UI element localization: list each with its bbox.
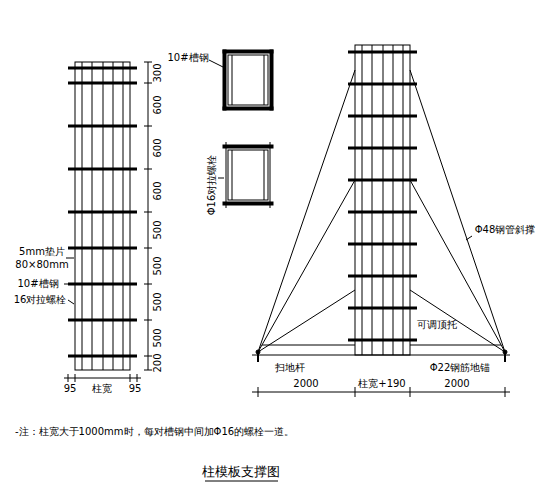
stroke: [68, 168, 137, 171]
stroke: [144, 356, 152, 357]
part-label: 10#槽钢: [167, 53, 208, 63]
stroke: [144, 212, 152, 213]
dimension-label: 柱宽: [92, 384, 112, 394]
stroke: [113, 62, 114, 370]
dimension-label: 500: [153, 256, 163, 275]
dimension-label: 2000: [293, 379, 318, 389]
dimension-label: 柱宽+190: [358, 379, 405, 389]
part-label: Φ22钢筋地锚: [430, 363, 491, 373]
stroke: [68, 283, 137, 286]
stroke: [144, 62, 152, 63]
stroke: [348, 115, 417, 118]
stroke: [348, 147, 417, 150]
dimension-label: 600: [153, 95, 163, 114]
part-label: 10#槽钢: [17, 279, 58, 289]
column-braced: [252, 45, 510, 362]
dimension-label: 500: [153, 292, 163, 311]
dimension-label: 500: [153, 328, 163, 347]
stroke: [68, 125, 137, 128]
part-label: Φ48钢管斜撑: [475, 225, 536, 235]
dimension-label: 600: [153, 138, 163, 157]
stroke: [348, 179, 417, 182]
stroke: [348, 275, 417, 278]
stroke: [92, 62, 93, 370]
dimension-label: 500: [153, 220, 163, 239]
dimension-line: [144, 62, 152, 370]
note-text: -注：柱宽大于1000mm时，每对槽钢中间加Φ16的螺栓一道。: [15, 427, 294, 437]
dimension-label: 200: [153, 353, 163, 372]
stroke: [348, 211, 417, 214]
part-label: Φ16对拉螺栓: [207, 155, 217, 216]
part-label: 16对拉螺栓: [14, 295, 67, 305]
stroke: [123, 62, 124, 370]
stroke: [68, 247, 137, 250]
column-elevation: [68, 62, 137, 370]
stroke: [348, 83, 417, 86]
part-label: 可调顶托: [417, 320, 457, 330]
stroke: [144, 370, 152, 371]
dimension-label: 95: [129, 384, 142, 394]
part-label: 80×80mm: [15, 260, 68, 270]
dimension-label: 600: [153, 181, 163, 200]
stroke: [68, 355, 137, 358]
stroke: [68, 211, 137, 214]
dimension-line: [64, 374, 141, 382]
stroke: [144, 169, 152, 170]
dimension-label: 300: [153, 63, 163, 82]
part-label: 扫地杆: [275, 363, 305, 373]
stroke: [348, 51, 417, 54]
dimension-label: 2000: [444, 379, 469, 389]
stroke: [348, 307, 417, 310]
stroke: [348, 339, 417, 342]
stroke: [144, 284, 152, 285]
part-label: 5mm垫片: [19, 247, 65, 257]
title-underline: [205, 481, 278, 482]
stroke: [68, 82, 137, 85]
stroke: [68, 67, 137, 70]
section-bolt: [223, 142, 273, 208]
stroke: [144, 83, 152, 84]
stroke: [144, 126, 152, 127]
stroke: [144, 320, 152, 321]
stroke: [68, 319, 137, 322]
stroke: [82, 62, 83, 370]
drawing-title: 柱模板支撑图: [202, 465, 280, 478]
dimension-label: 95: [64, 384, 77, 394]
stroke: [348, 243, 417, 246]
stroke: [103, 62, 104, 370]
section-top: [223, 50, 273, 110]
stroke: [144, 248, 152, 249]
